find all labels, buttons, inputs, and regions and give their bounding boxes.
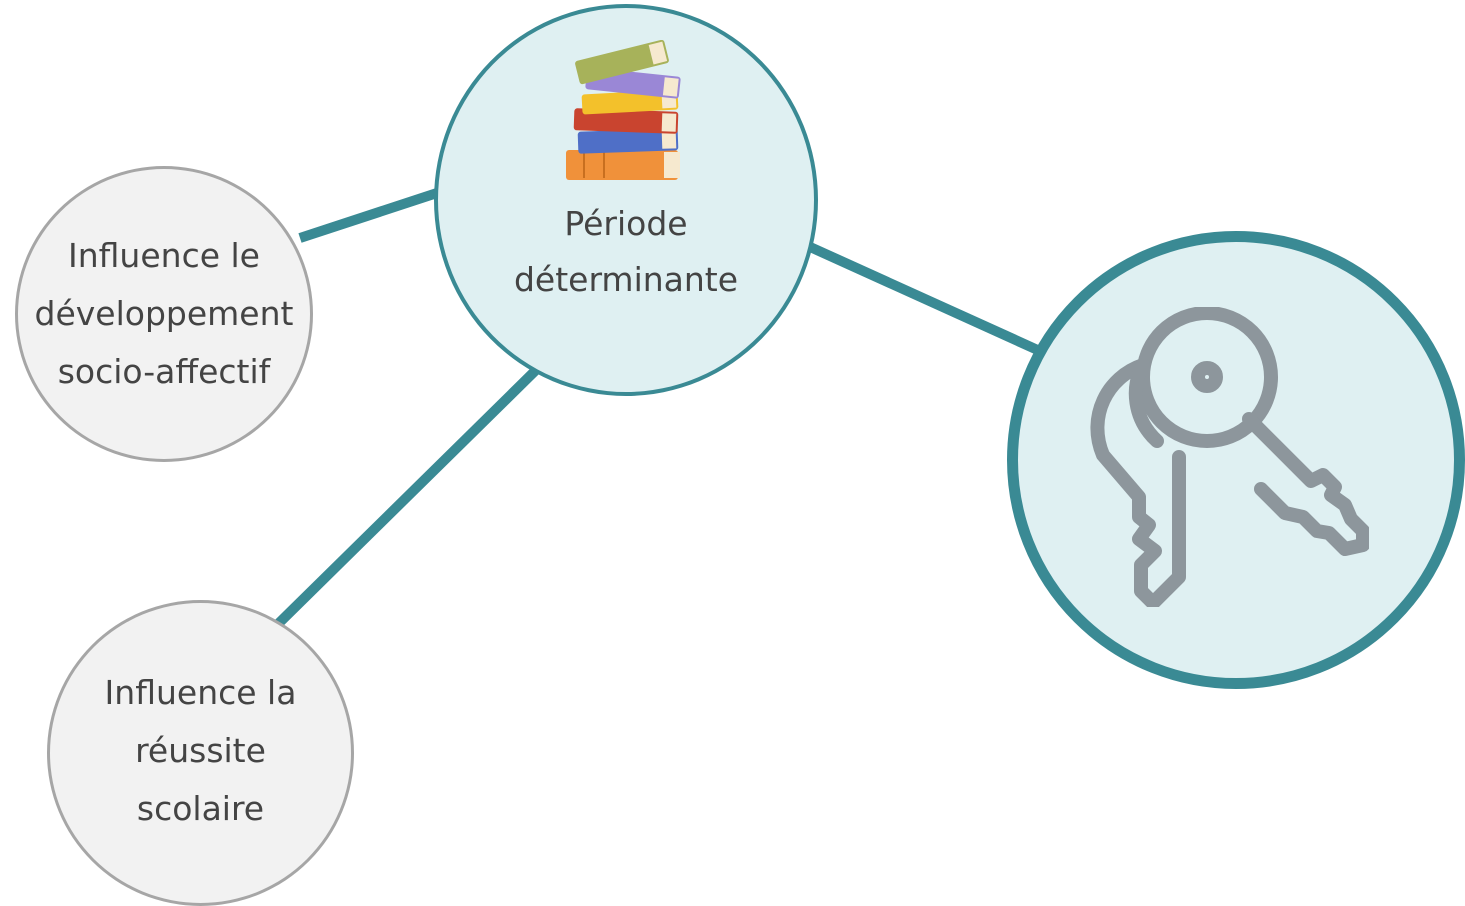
node-label: Influence la réussite scolaire — [104, 673, 297, 828]
node-label: Période déterminante — [513, 204, 739, 299]
node-key — [1007, 231, 1465, 689]
keys-icon — [1090, 307, 1369, 607]
connector-center-to-left-bottom — [274, 366, 540, 628]
connector-center-to-left-top — [298, 187, 442, 243]
node-label: Influence le développement socio-affecti… — [34, 236, 294, 391]
connector-center-to-right — [805, 241, 1045, 357]
node-socio-affective-development: Influence le développement socio-affecti… — [15, 166, 313, 462]
books-stack-icon — [566, 40, 681, 180]
node-academic-success: Influence la réussite scolaire — [47, 600, 354, 906]
node-determining-period: Période déterminante — [434, 4, 818, 396]
